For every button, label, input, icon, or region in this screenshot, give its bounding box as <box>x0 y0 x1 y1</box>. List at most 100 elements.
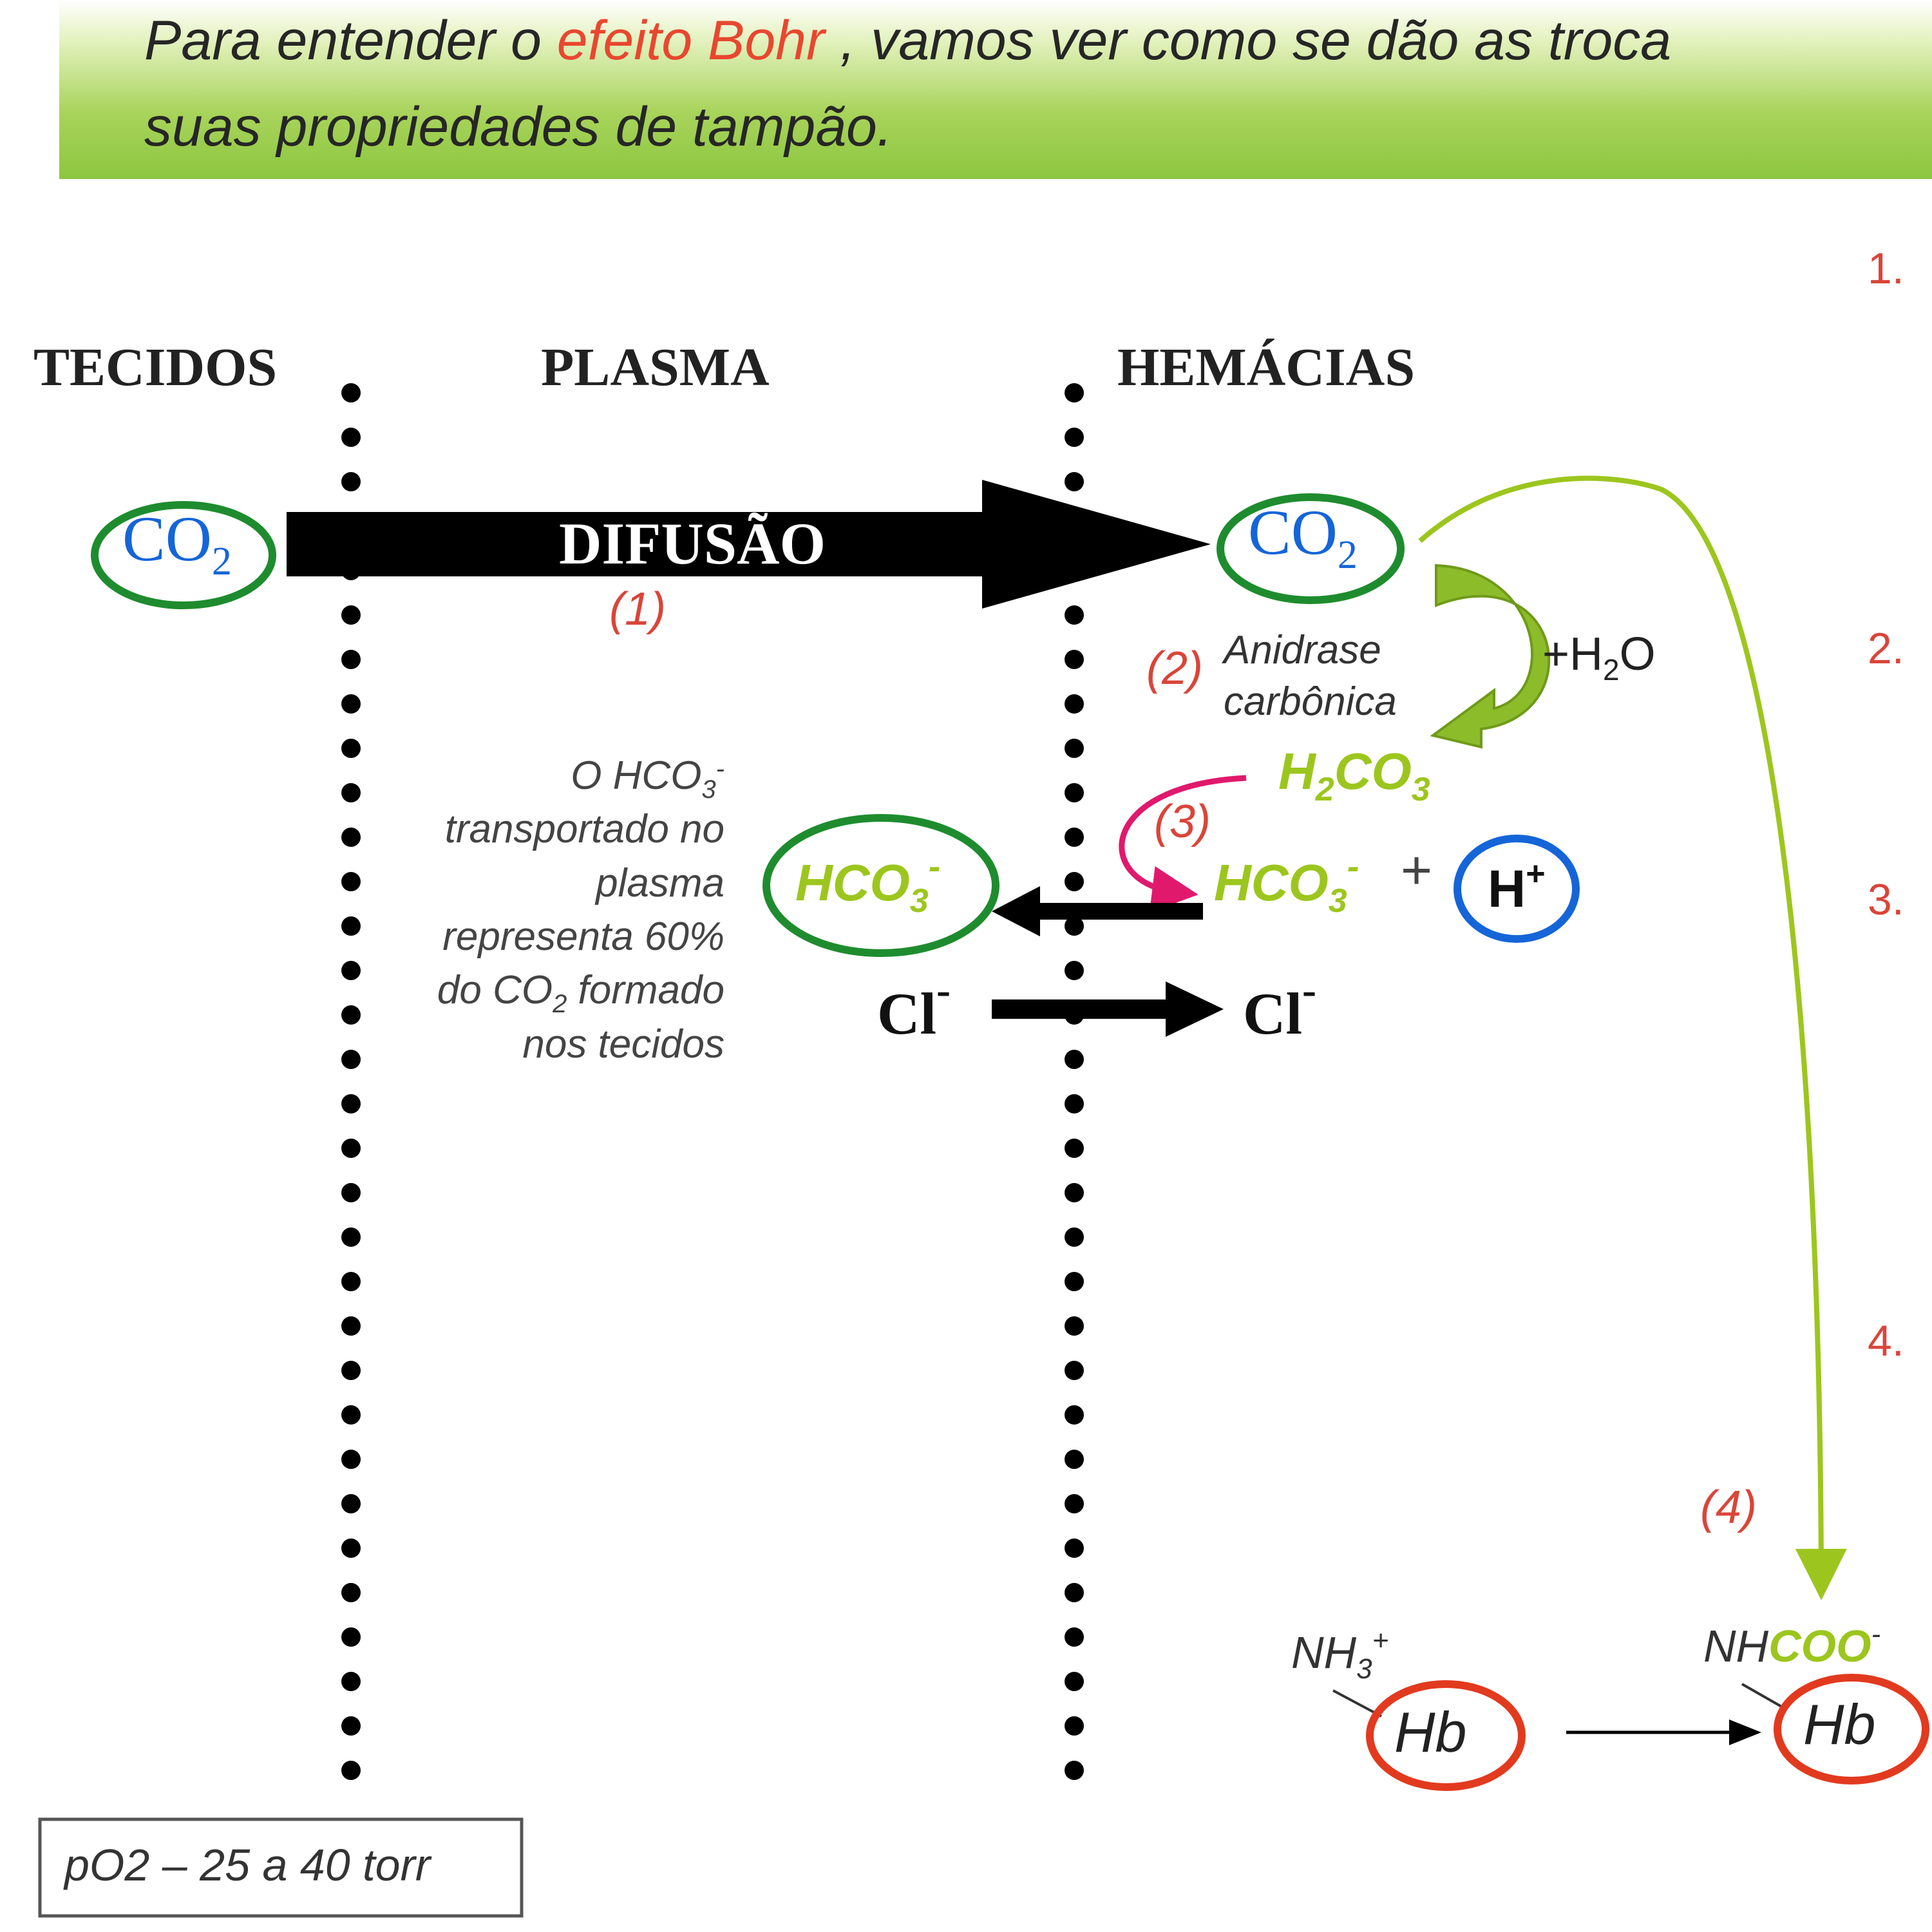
chloride-import-arrow <box>992 981 1224 1037</box>
side-number-2: 2. <box>1868 624 1904 673</box>
membrane-dot <box>341 1539 361 1558</box>
membrane-dot <box>1065 605 1084 625</box>
amino-group: NH3+ <box>1291 1625 1388 1685</box>
banner-line-1: Para entender o efeito Bohr , vamos ver … <box>144 9 1671 73</box>
banner-line-2: suas propriedades de tampão. <box>144 96 893 158</box>
membrane-dot <box>341 739 361 758</box>
chloride-plasma: Cl- <box>877 967 951 1046</box>
note-line-2: transportado no <box>445 807 724 851</box>
hb-ring-left <box>1366 1680 1526 1791</box>
membrane-dot <box>341 428 361 447</box>
chloride-cell: Cl- <box>1243 967 1316 1046</box>
membrane-dot <box>341 383 361 402</box>
membrane-dot <box>341 694 361 714</box>
diffusion-step: (1) <box>609 583 666 635</box>
membrane-dot <box>341 1405 361 1425</box>
side-number-4: 4. <box>1868 1316 1904 1365</box>
membrane-dot <box>341 1627 361 1647</box>
co2-tissue-label: CO2 <box>122 503 232 583</box>
hydration-arrow <box>1430 564 1551 749</box>
carbonic-acid: H2CO3 <box>1278 743 1430 808</box>
hb-ring-right <box>1774 1674 1929 1785</box>
membrane-dot <box>1065 650 1084 669</box>
side-number-3: 3. <box>1868 875 1904 924</box>
membrane-dot <box>341 605 361 625</box>
membrane-dot <box>341 472 361 491</box>
membrane-dot <box>341 1227 361 1247</box>
po2-label: pO2 – 25 a 40 torr <box>63 1840 432 1890</box>
membrane-dot <box>1065 694 1084 714</box>
side-number-1: 1. <box>1868 244 1904 293</box>
membrane-dot <box>341 961 361 980</box>
membrane-dot <box>341 1761 361 1780</box>
bicarbonate-export-arrow <box>992 886 1203 936</box>
carbamino-group: NHCOO- <box>1703 1618 1880 1671</box>
membrane-dot <box>1065 1627 1084 1647</box>
membrane-dot <box>341 650 361 669</box>
membrane-dot <box>1065 1450 1084 1469</box>
note-line-4: representa 60% <box>442 914 724 959</box>
note-line-5: do CO2 formado <box>437 968 724 1018</box>
region-plasma: PLASMA <box>541 337 770 397</box>
membrane-dot <box>1065 1672 1084 1691</box>
membrane-dot <box>1065 1183 1084 1202</box>
membrane-dot <box>1065 383 1084 402</box>
bicarbonate-cell: HCO3- <box>1214 846 1359 920</box>
membrane-dot <box>1065 783 1084 802</box>
carbamino-step: (4) <box>1700 1482 1757 1533</box>
membrane-dot <box>341 1139 361 1158</box>
membrane-dot <box>1065 1094 1084 1113</box>
plus-sign: + <box>1401 840 1432 900</box>
banner-highlight: efeito Bohr <box>556 10 825 71</box>
hb-label-left: Hb <box>1394 1700 1467 1764</box>
membrane-dot <box>1065 428 1084 447</box>
membrane-dot <box>341 1672 361 1691</box>
membrane-dot <box>1065 1583 1084 1602</box>
membrane-dot <box>341 1005 361 1025</box>
membrane-dot <box>341 1583 361 1602</box>
membrane-dot <box>1065 739 1084 758</box>
dissociation-arrow <box>1119 775 1247 913</box>
membrane-dot <box>1065 472 1084 491</box>
membrane-dot <box>1065 1050 1084 1069</box>
bicarbonate-plasma-ring <box>762 814 999 957</box>
membrane-dot <box>341 783 361 802</box>
membrane-dot <box>341 1494 361 1513</box>
membrane-dots-right <box>1065 383 1084 1780</box>
plasma-note: O HCO3- transportado no plasma represent… <box>437 753 724 1066</box>
membrane-dot <box>341 1316 361 1336</box>
title-banner: Para entender o efeito Bohr , vamos ver … <box>59 0 1932 179</box>
note-line-1: O HCO3- <box>571 753 724 804</box>
membrane-dots-left <box>341 383 361 1780</box>
dissociation-step: (3) <box>1154 796 1211 848</box>
membrane-dot <box>341 872 361 891</box>
membrane-dot <box>1065 872 1084 891</box>
membrane-dot <box>1065 1361 1084 1380</box>
membrane-dot <box>1065 1539 1084 1558</box>
co2-hemacia-label: CO2 <box>1248 497 1358 577</box>
membrane-dot <box>1065 1272 1084 1291</box>
po2-box <box>38 1817 524 1918</box>
membrane-dot <box>1065 1227 1084 1247</box>
anidrase-label-2: carbônica <box>1224 679 1397 724</box>
membrane-dot <box>341 828 361 847</box>
membrane-dot <box>341 1094 361 1113</box>
diffusion-label: DIFUSÃO <box>559 511 826 576</box>
hb-label-right: Hb <box>1803 1692 1876 1756</box>
membrane-dot <box>1065 1716 1084 1736</box>
diffusion-arrow <box>287 480 1211 609</box>
proton-label: H+ <box>1488 855 1546 918</box>
co2-tissue-ring <box>91 501 276 609</box>
anidrase-label-1: Anidrase <box>1221 628 1381 672</box>
carbamino-arrow <box>1418 475 1847 1600</box>
note-line-6: nos tecidos <box>522 1022 724 1066</box>
membrane-dot <box>341 1450 361 1469</box>
carbamino-bond <box>1741 1683 1788 1711</box>
amino-bond <box>1332 1689 1382 1718</box>
membrane-dot <box>341 1183 361 1202</box>
note-line-3: plasma <box>594 861 724 905</box>
anidrase-step: (2) <box>1146 643 1203 694</box>
region-tecidos: TECIDOS <box>33 337 277 397</box>
membrane-dot <box>341 1716 361 1736</box>
